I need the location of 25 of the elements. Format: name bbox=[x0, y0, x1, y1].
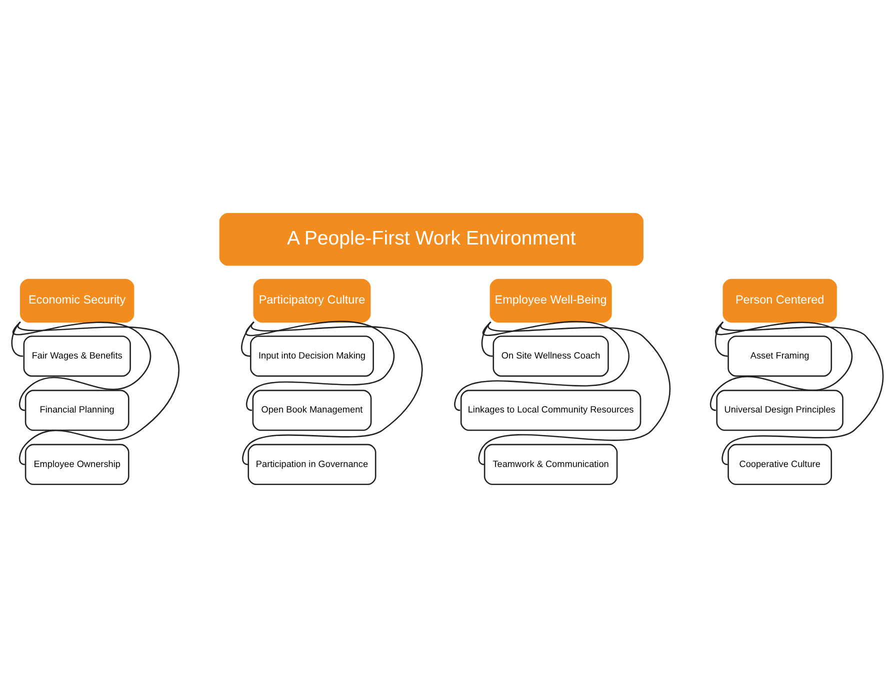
node-box: Employee Well-Being bbox=[490, 278, 612, 323]
connector bbox=[18, 322, 180, 466]
node-box: Financial Planning bbox=[24, 390, 130, 431]
node-box: Participatory Culture bbox=[253, 278, 371, 323]
connector bbox=[13, 322, 152, 411]
node-box: A People-First Work Environment bbox=[219, 212, 644, 266]
node-box: Person Centered bbox=[722, 278, 837, 323]
node-box: Participation in Governance bbox=[248, 444, 376, 486]
node-box: Universal Design Principles bbox=[716, 390, 844, 431]
connector bbox=[246, 320, 395, 411]
connector bbox=[454, 320, 630, 411]
node-box: On Site Wellness Coach bbox=[492, 336, 609, 377]
connector bbox=[720, 322, 884, 466]
node-box: Employee Ownership bbox=[24, 444, 130, 486]
node-box: Linkages to Local Community Resources bbox=[460, 390, 642, 431]
connector bbox=[478, 322, 670, 466]
node-box: Input into Decision Making bbox=[250, 336, 374, 377]
connector bbox=[242, 322, 423, 466]
node-box: Open Book Management bbox=[252, 390, 372, 431]
node-box: Asset Framing bbox=[728, 336, 832, 377]
connector bbox=[710, 322, 852, 411]
node-box: Economic Security bbox=[20, 278, 134, 323]
node-box: Teamwork & Communication bbox=[484, 444, 618, 486]
node-box: Cooperative Culture bbox=[728, 444, 832, 486]
node-box: Fair Wages & Benefits bbox=[23, 336, 131, 377]
